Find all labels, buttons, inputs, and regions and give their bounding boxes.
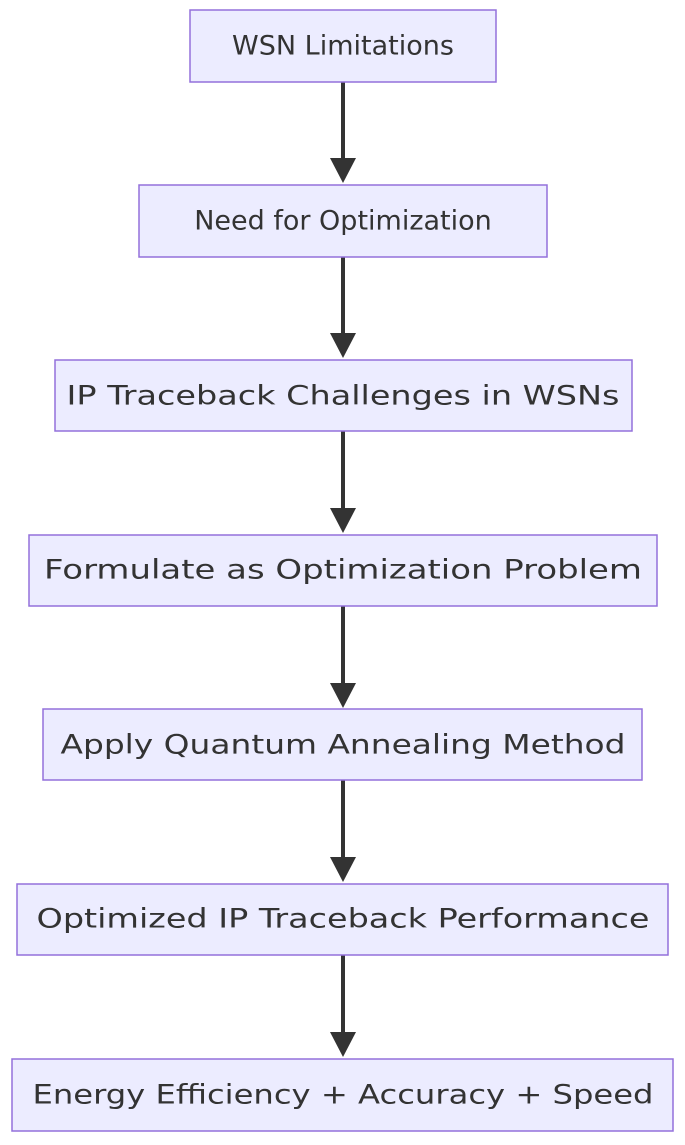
edge-optimized-performance-to-energy-accuracy-speed	[330, 955, 356, 1057]
node-label-apply-quantum-annealing: Apply Quantum Annealing Method	[61, 730, 626, 761]
edge-wsn-limitations-to-need-for-optimization	[330, 82, 356, 183]
node-apply-quantum-annealing: Apply Quantum Annealing Method	[42, 708, 643, 781]
node-need-for-optimization: Need for Optimization	[138, 184, 548, 258]
node-label-optimized-performance: Optimized IP Traceback Performance	[37, 904, 650, 935]
node-energy-accuracy-speed: Energy Efficiency + Accuracy + Speed	[11, 1058, 674, 1132]
node-label-formulate-optimization: Formulate as Optimization Problem	[44, 555, 642, 586]
edge-need-for-optimization-to-ip-traceback-challenges	[330, 257, 356, 358]
node-label-need-for-optimization: Need for Optimization	[194, 206, 492, 237]
node-label-wsn-limitations: WSN Limitations	[232, 31, 454, 62]
node-formulate-optimization: Formulate as Optimization Problem	[28, 534, 658, 607]
node-ip-traceback-challenges: IP Traceback Challenges in WSNs	[54, 359, 633, 432]
edge-ip-traceback-challenges-to-formulate-optimization	[330, 431, 356, 533]
node-optimized-performance: Optimized IP Traceback Performance	[16, 883, 669, 956]
node-label-energy-accuracy-speed: Energy Efficiency + Accuracy + Speed	[33, 1080, 654, 1111]
node-label-ip-traceback-challenges: IP Traceback Challenges in WSNs	[67, 381, 620, 412]
edge-formulate-optimization-to-apply-quantum-annealing	[330, 606, 356, 708]
edge-apply-quantum-annealing-to-optimized-performance	[330, 780, 356, 882]
node-wsn-limitations: WSN Limitations	[189, 9, 497, 83]
